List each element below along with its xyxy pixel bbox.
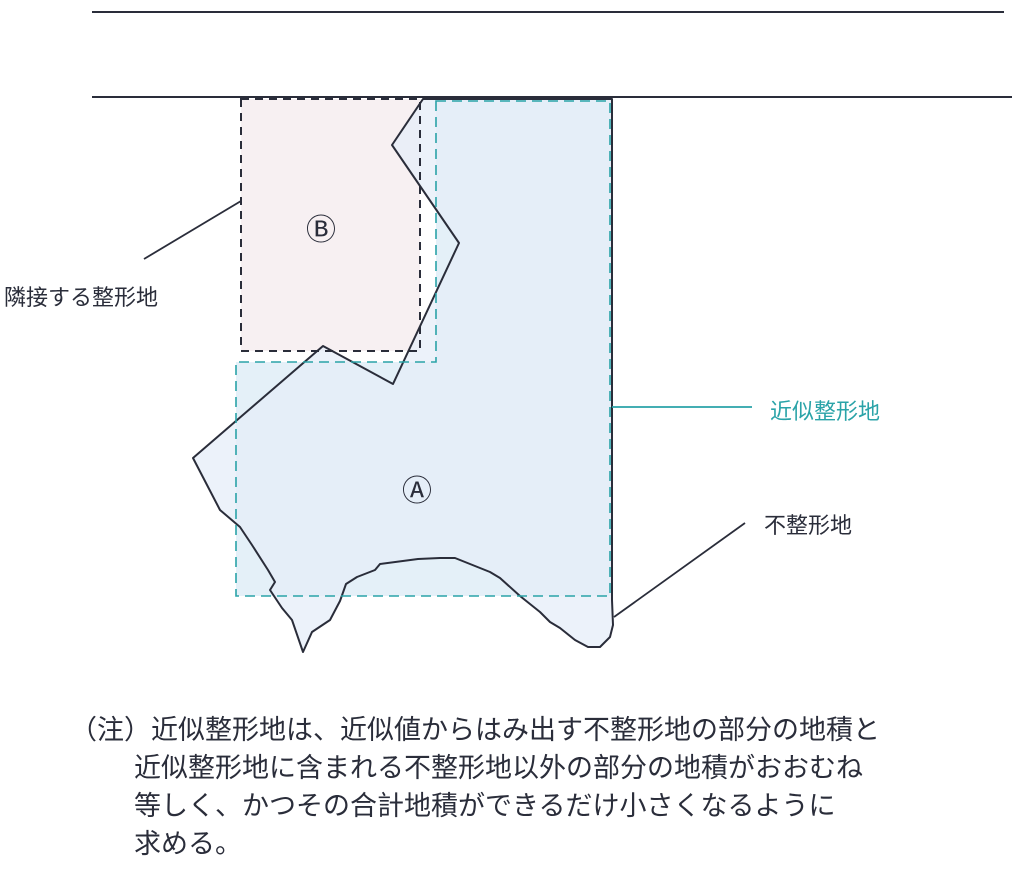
adjacent-land-outline xyxy=(240,98,421,352)
leader-irregular xyxy=(613,522,746,618)
adjacent-land-fill xyxy=(241,99,420,351)
footnote-line-1: （注）近似整形地は、近似値からはみ出す不整形地の部分の地積と xyxy=(70,715,880,746)
footnote-line-3: 等しく、かつその合計地積ができるだけ小さくなるように xyxy=(134,791,836,822)
irregular-land-shape xyxy=(192,98,614,653)
irregular-land-label: 不整形地 xyxy=(764,514,853,539)
adjacent-land-label: 隣接する整形地 xyxy=(4,286,159,311)
parcel-a-label: Ⓐ xyxy=(402,474,432,509)
approx-land-label: 近似整形地 xyxy=(770,400,881,425)
footnote: （注）近似整形地は、近似値からはみ出す不整形地の部分の地積と 近似整形地に含まれ… xyxy=(70,712,880,864)
land-diagram xyxy=(92,11,1012,653)
footnote-line-4: 求める。 xyxy=(134,829,242,860)
leader-adjacent xyxy=(143,200,242,260)
footnote-line-2: 近似整形地に含まれる不整形地以外の部分の地積がおおむね xyxy=(134,753,863,784)
approx-land-outline xyxy=(235,100,611,597)
parcel-b-label: Ⓑ xyxy=(306,213,336,248)
